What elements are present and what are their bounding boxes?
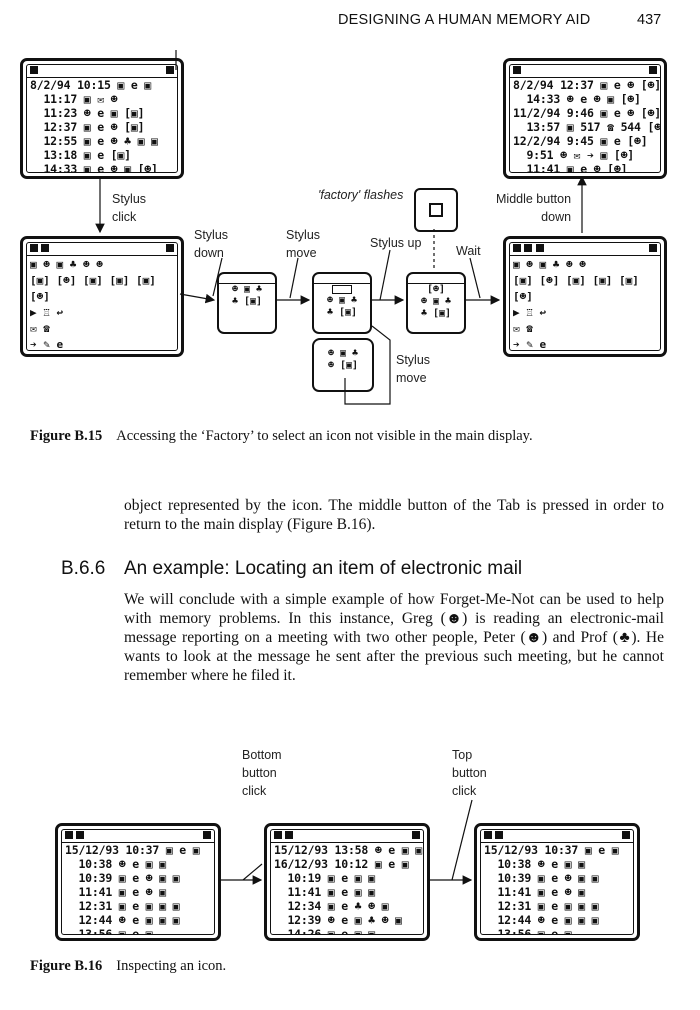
screen-row: 10:38 ☻ e ▣ ▣	[65, 857, 166, 871]
section-heading: B.6.6 An example: Locating an item of ele…	[61, 558, 522, 580]
screen-b16-3: 15/12/93 10:37 ▣ e ▣ 10:38 ☻ e ▣ ▣ 10:39…	[474, 823, 640, 941]
screen-row: 16/12/93 10:12 ▣ e ▣	[274, 857, 409, 871]
screen-row: 12:44 ☻ e ▣ ▣ ▣	[484, 913, 599, 927]
leader-stylus-up	[379, 249, 391, 301]
caption-text: Accessing the ‘Factory’ to select an ico…	[116, 428, 533, 444]
screen-row: 11:17 ▣ ✉ ☻	[30, 92, 118, 106]
page-number: 437	[637, 12, 662, 28]
zoom-screen-move: ☻ ▣ ♣♣ [▣]	[312, 272, 372, 334]
label-stylus-move-2: Stylus move	[396, 353, 431, 385]
icon-row: ▣ ☻ ▣ ♣ ☻ ☻	[30, 258, 103, 271]
paragraph-1: object represented by the icon. The midd…	[124, 497, 664, 533]
screen-row: 10:19 ▣ e ▣ ▣	[274, 871, 375, 885]
screen-row: 14:33 ☻ e ☻ ▣ [☻]	[513, 92, 641, 106]
paragraph-2: We will conclude with a simple example o…	[124, 591, 664, 684]
screen-row: 11:41 ▣ e ☻ [☻]	[513, 162, 628, 173]
screen-row: 13:57 ▣ 517 ☎ 544 [☻]	[513, 120, 661, 134]
screen-row: 11:41 ▣ e ☻ ▣	[65, 885, 166, 899]
screen-row: 9:51 ☻ ✉ ➔ ▣ [☻]	[513, 148, 635, 162]
label-middle-button-down: Middle button down	[496, 192, 572, 224]
screen-row: 15/12/93 10:37 ▣ e ▣	[65, 843, 200, 857]
screen-row: 12:31 ▣ e ▣ ▣ ▣	[484, 899, 599, 913]
label-bottom-button-click: Bottom button click	[242, 748, 282, 798]
screen-row: 10:39 ▣ e ☻ ▣ ▣	[65, 871, 180, 885]
zoom-screen-down: ☻ ▣ ♣♣ [▣]	[217, 272, 277, 334]
screen-row: 12/2/94 9:45 ▣ e [☻]	[513, 134, 648, 148]
icon-row: ✉ ☎	[30, 322, 50, 335]
section-title: An example: Locating an item of electron…	[124, 558, 523, 579]
label-stylus-up: Stylus up	[370, 236, 422, 250]
icon-row: ▶ ♖ ↩	[513, 306, 547, 319]
screen-b16-2: 15/12/93 13:58 ☻ e ▣ ▣ 16/12/93 10:12 ▣ …	[264, 823, 430, 941]
icon-row: [▣] [☻] [▣] [▣] [▣]	[513, 274, 639, 287]
screen-row: 11:23 ☻ e ▣ [▣]	[30, 106, 145, 120]
screen-top-left: 8/2/94 10:15 ▣ e ▣ 11:17 ▣ ✉ ☻ 11:23 ☻ e…	[20, 58, 184, 179]
screen-row: 11:41 ▣ e ▣ ▣	[274, 885, 375, 899]
screen-row: 14:26 ▣ e ▣ ▣	[274, 927, 375, 935]
screen-row: 10:38 ☻ e ▣ ▣	[484, 857, 585, 871]
label-stylus-click: Stylus click	[112, 192, 147, 224]
label-factory-flashes: 'factory' flashes	[318, 188, 404, 202]
screen-row: 15/12/93 13:58 ☻ e ▣ ▣	[274, 843, 422, 857]
screen-row: 12:34 ▣ e ♣ ☻ ▣	[274, 899, 389, 913]
zoom-screen-up: [☻]☻ ▣ ♣♣ [▣]	[406, 272, 466, 334]
screen-row: 8/2/94 12:37 ▣ e ☻ [☻]	[513, 78, 661, 92]
zoom-screen-factory: ☻ ▣ ♣☻ [▣]	[312, 338, 374, 392]
factory-icon-box	[414, 188, 458, 232]
arrow-to-zoom-1	[179, 293, 216, 304]
screen-row: 12:37 ▣ e ☻ [▣]	[30, 120, 145, 134]
icon-row: ✉ ☎	[513, 322, 533, 335]
leader-top-button	[451, 799, 473, 881]
label-stylus-down: Stylus down	[194, 228, 229, 260]
label-top-button-click: Top button click	[452, 748, 487, 798]
leader-bottom-button	[242, 863, 263, 881]
screen-row: 11:41 ▣ e ☻ ▣	[484, 885, 585, 899]
screen-main-right: ▣ ☻ ▣ ♣ ☻ ☻ [▣] [☻] [▣] [▣] [▣] [☻] ▶ ♖ …	[503, 236, 667, 357]
icon-row: ➔ ✎ e	[513, 338, 547, 351]
icon-row: [☻]	[30, 290, 50, 303]
screen-row: 15/12/93 10:37 ▣ e ▣	[484, 843, 619, 857]
icon-row: ▣ ☻ ▣ ♣ ☻ ☻	[513, 258, 586, 271]
section-number: B.6.6	[61, 558, 106, 579]
factory-icon	[429, 203, 443, 217]
screen-row: 13:56 ▣ e ▣	[65, 927, 153, 935]
icon-row: [▣] [☻] [▣] [▣] [▣]	[30, 274, 156, 287]
screen-b16-1: 15/12/93 10:37 ▣ e ▣ 10:38 ☻ e ▣ ▣ 10:39…	[55, 823, 221, 941]
icon-row: ▶ ♖ ↩	[30, 306, 64, 319]
screen-row: 12:55 ▣ e ☻ ♣ ▣ ▣	[30, 134, 158, 148]
leader-wait	[469, 257, 481, 299]
screen-main-left: ▣ ☻ ▣ ♣ ☻ ☻ [▣] [☻] [▣] [▣] [▣] [☻] ▶ ♖ …	[20, 236, 184, 357]
figure-caption-b15: Figure B.15 Accessing the ‘Factory’ to se…	[30, 428, 533, 445]
screen-row: 8/2/94 10:15 ▣ e ▣	[30, 78, 152, 92]
screen-row: 12:44 ☻ e ▣ ▣ ▣	[65, 913, 180, 927]
label-wait: Wait	[456, 244, 481, 258]
screen-top-right: 8/2/94 12:37 ▣ e ☻ [☻] 14:33 ☻ e ☻ ▣ [☻]…	[503, 58, 667, 179]
caption-label: Figure B.15	[30, 428, 103, 444]
screen-row: 11/2/94 9:46 ▣ e ☻ [☻]	[513, 106, 661, 120]
icon-row: [☻]	[513, 290, 533, 303]
caption-text: Inspecting an icon.	[116, 958, 227, 974]
label-stylus-move: Stylus move	[286, 228, 321, 260]
running-title: DESIGNING A HUMAN MEMORY AID	[338, 12, 591, 28]
screen-row: 13:18 ▣ e [▣]	[30, 148, 131, 162]
screen-row: 10:39 ▣ e ☻ ▣ ▣	[484, 871, 599, 885]
screen-row: 14:33 ▣ e ☻ ▣ [☻]	[30, 162, 158, 173]
screen-row: 13:56 ▣ e ▣	[484, 927, 572, 935]
icon-row: ➔ ✎ e	[30, 338, 64, 351]
screen-row: 12:31 ▣ e ▣ ▣ ▣	[65, 899, 180, 913]
caption-label: Figure B.16	[30, 958, 103, 974]
screen-row: 12:39 ☻ e ▣ ♣ ☻ ▣	[274, 913, 402, 927]
figure-caption-b16: Figure B.16 Inspecting an icon.	[30, 958, 226, 975]
leader-stylus-move	[289, 257, 299, 299]
